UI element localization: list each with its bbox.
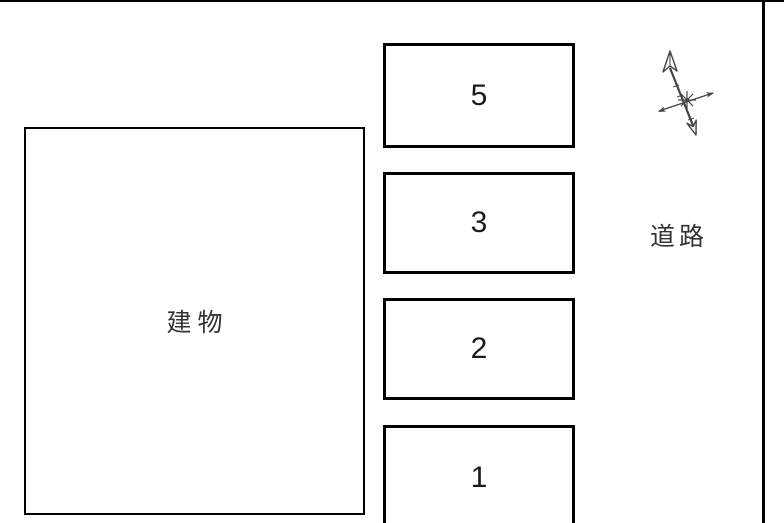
parking-spot-2: 2 [383, 298, 575, 400]
top-boundary-line [0, 0, 784, 2]
compass-north-arrow-icon [658, 50, 714, 136]
parking-spot-number: 2 [470, 332, 488, 365]
building-label: 建物 [166, 309, 229, 337]
parking-spot-5: 5 [383, 43, 575, 148]
building-outline: 建物 [24, 127, 365, 515]
parking-spot-number: 5 [470, 78, 488, 112]
parking-spot-1: 1 [383, 425, 575, 523]
road-label: 道路 [650, 223, 709, 251]
parking-spot-number: 3 [470, 206, 488, 239]
parking-spot-3: 3 [383, 172, 575, 274]
road-edge-line [762, 0, 765, 523]
parking-spot-number: 1 [470, 461, 488, 494]
